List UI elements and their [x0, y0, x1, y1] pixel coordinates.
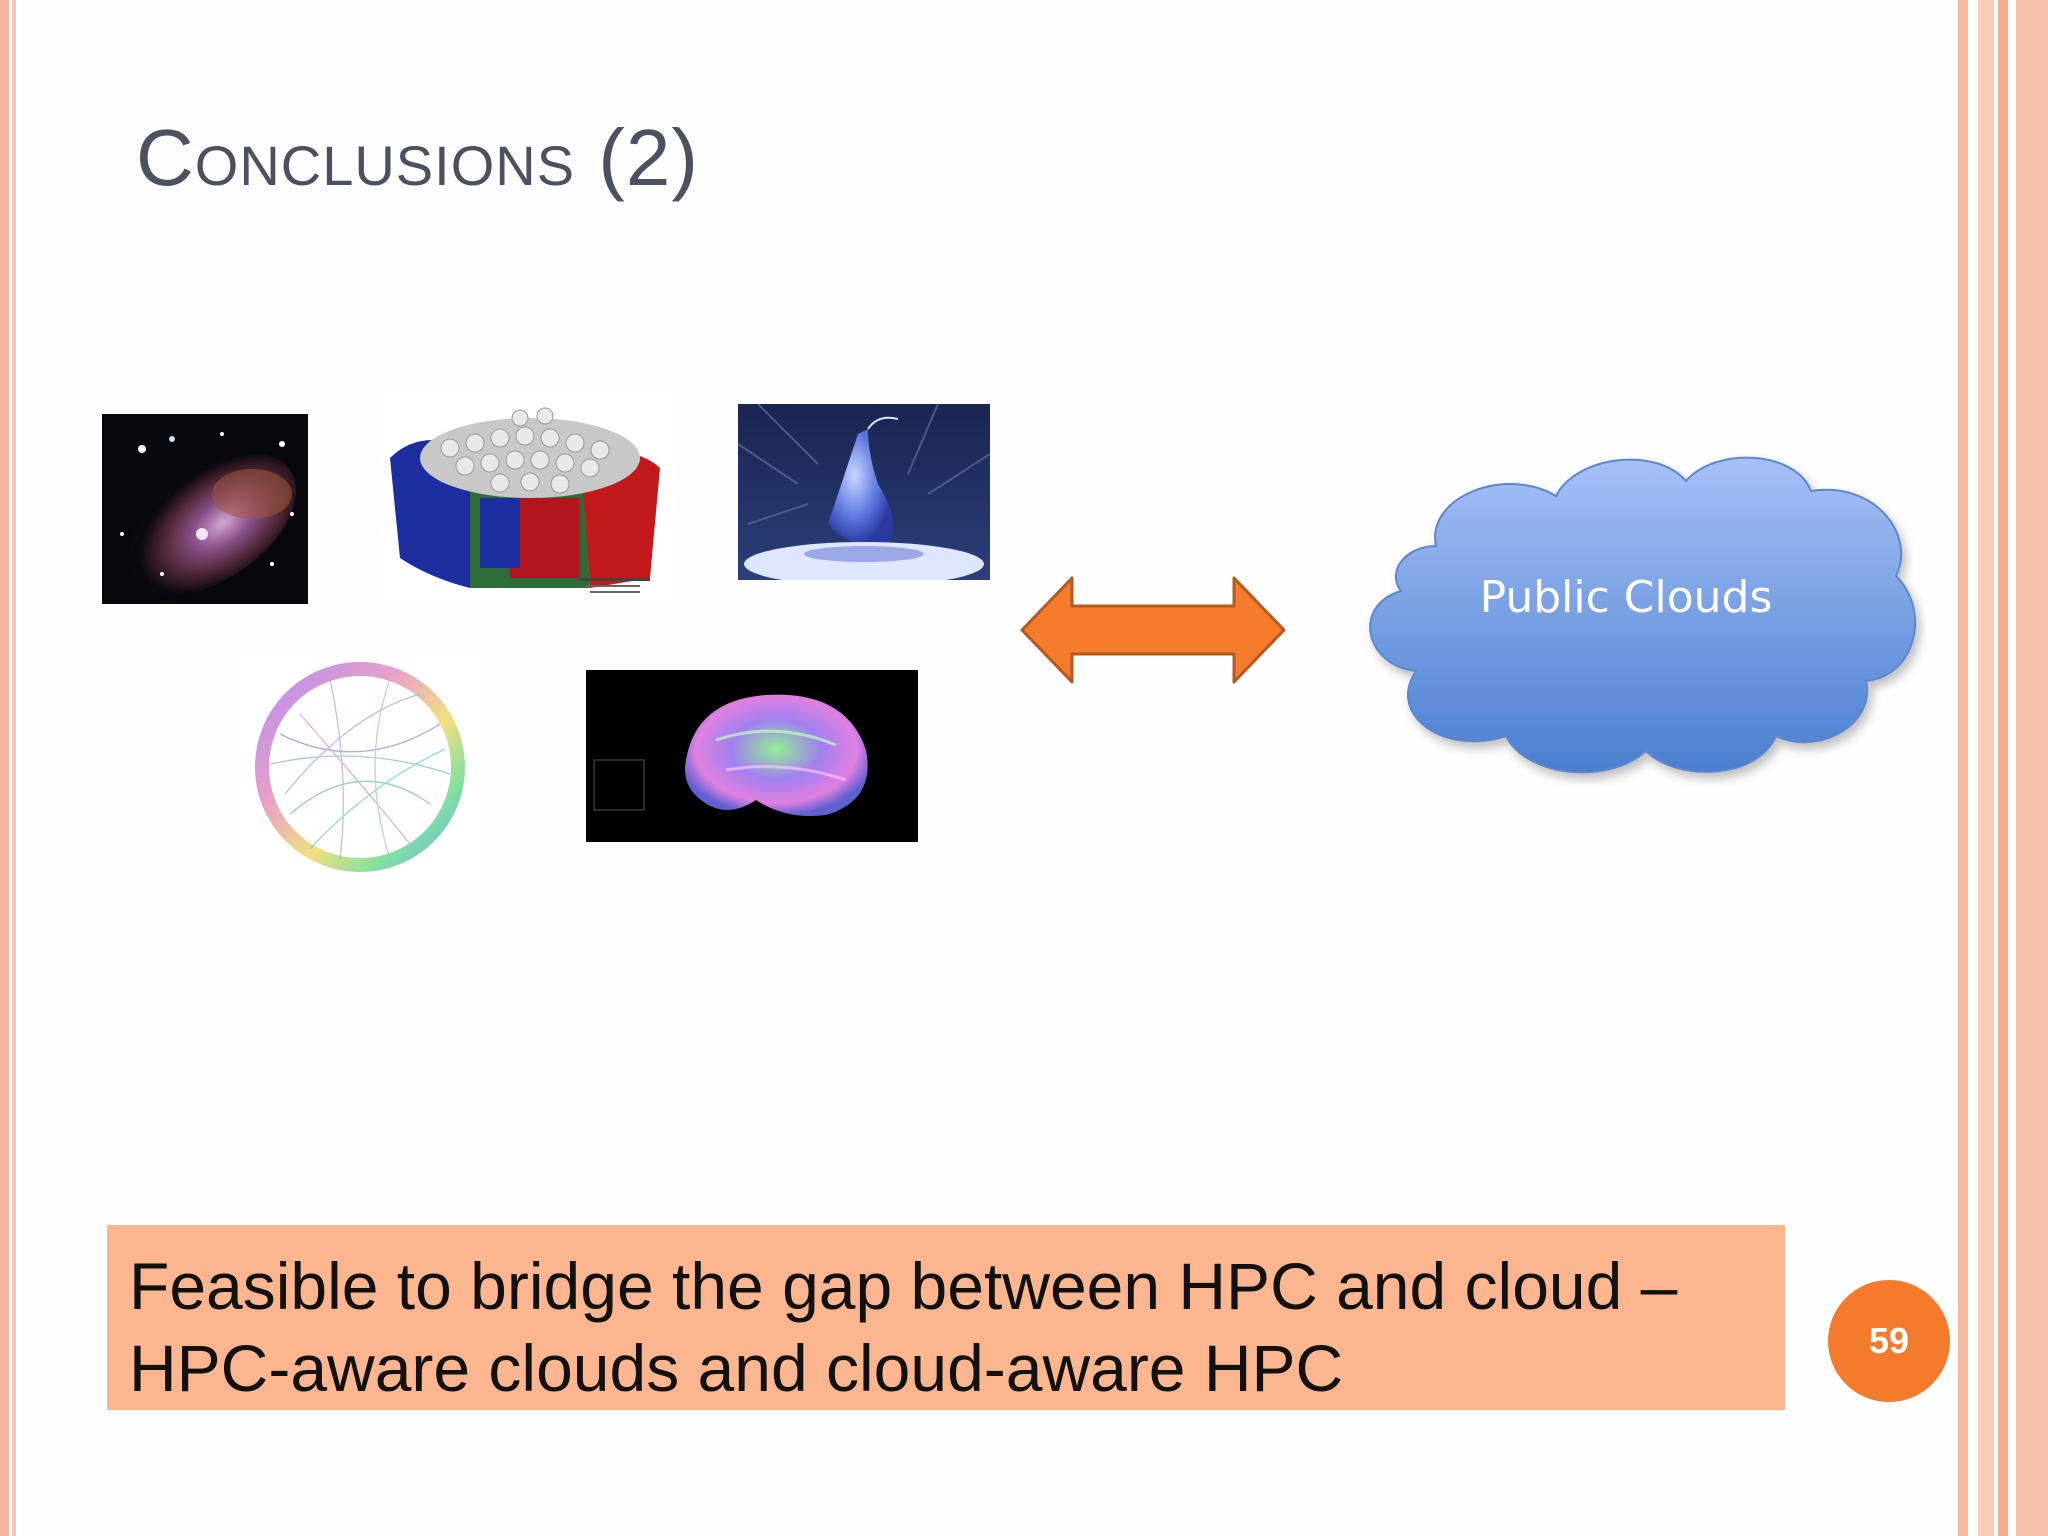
slide-border-left-inner: [12, 0, 16, 1536]
protein-structure-image: [380, 388, 676, 602]
callout-line-2: HPC-aware clouds and cloud-aware HPC: [129, 1331, 1344, 1405]
brain-tractography-image: [586, 670, 918, 842]
network-circle-graph-image: [240, 654, 480, 880]
double-arrow-icon: [1020, 576, 1286, 684]
conclusion-callout: Feasible to bridge the gap between HPC a…: [107, 1225, 1785, 1410]
slide-border-right: [1958, 0, 1968, 1536]
cloud-label: Public Clouds: [1479, 572, 1773, 623]
callout-line-1: Feasible to bridge the gap between HPC a…: [129, 1249, 1678, 1323]
page-number-badge: 59: [1828, 1280, 1950, 1402]
slide-border-left: [0, 0, 9, 1536]
slide-title: Conclusions (2): [136, 113, 700, 202]
public-clouds-shape: [1369, 456, 1917, 774]
slide-border-right-stripe: [1978, 0, 1994, 1536]
slide-border-right-stripe: [2016, 0, 2048, 1536]
slide-border-right-stripe: [1998, 0, 2008, 1536]
galaxy-image: [102, 414, 308, 604]
neuron-synapse-image: [738, 404, 990, 580]
